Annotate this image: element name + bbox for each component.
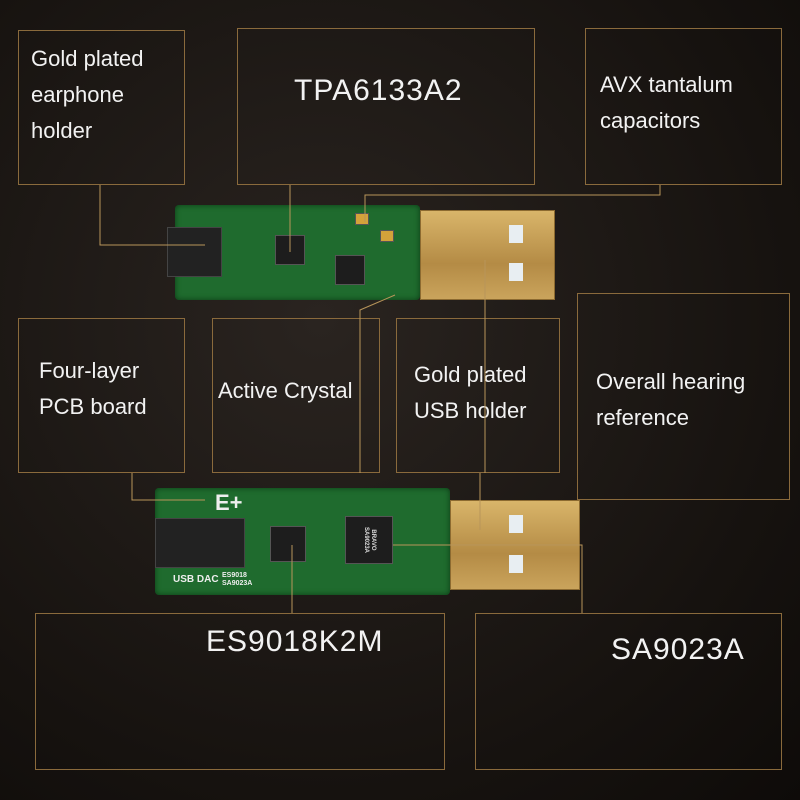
silk-text: USB DAC <box>173 574 219 585</box>
usb-hole <box>509 225 523 243</box>
leader-line <box>393 544 583 613</box>
logo-text: E+ <box>215 490 243 515</box>
usb-hole <box>509 263 523 281</box>
label-text: ES9018K2M <box>206 625 384 658</box>
label-box-sa9023a: SA9023A <box>475 613 782 770</box>
label-box-avx-capacitors: AVX tantalum capacitors <box>585 28 782 185</box>
label-text: TPA6133A2 <box>294 74 463 107</box>
label-box-overall: Overall hearing reference <box>577 293 790 500</box>
label-box-usb-holder: Gold plated USB holder <box>396 318 560 473</box>
leader-line <box>131 473 205 501</box>
earphone-jack <box>167 227 222 277</box>
leader-line <box>99 185 205 246</box>
usb-hole <box>509 555 523 573</box>
es9018-chip <box>270 526 306 562</box>
label-text: Gold plated earphone holder <box>31 46 144 143</box>
label-box-tpa6133a2: TPA6133A2 <box>237 28 535 185</box>
label-text: Active Crystal <box>218 378 353 403</box>
usb-plug-top <box>420 210 555 300</box>
label-text: SA9023A <box>611 633 745 666</box>
label-text: Overall hearing reference <box>596 369 746 430</box>
leader-line <box>364 185 661 222</box>
pcb-board-bottom: E+ USB DAC ES9018 SA9023A BRAVO SA9023A <box>155 488 450 595</box>
label-box-crystal: Active Crystal <box>212 318 380 473</box>
leader-line <box>359 294 396 473</box>
label-text: Four-layer PCB board <box>39 358 147 419</box>
label-box-es9018k2m: ES9018K2M <box>35 613 445 770</box>
chip <box>335 255 365 285</box>
tantalum-capacitor <box>380 230 394 242</box>
label-text: Gold plated USB holder <box>414 362 527 423</box>
label-box-earphone-holder: Gold plated earphone holder <box>18 30 185 185</box>
label-text: AVX tantalum capacitors <box>600 72 733 133</box>
sa9023a-chip: BRAVO SA9023A <box>345 516 393 564</box>
silk-chip-names: ES9018 SA9023A <box>222 572 253 587</box>
label-box-pcb: Four-layer PCB board <box>18 318 185 473</box>
earphone-jack <box>155 518 245 568</box>
pcb-board-top <box>167 205 420 300</box>
usb-hole <box>509 515 523 533</box>
